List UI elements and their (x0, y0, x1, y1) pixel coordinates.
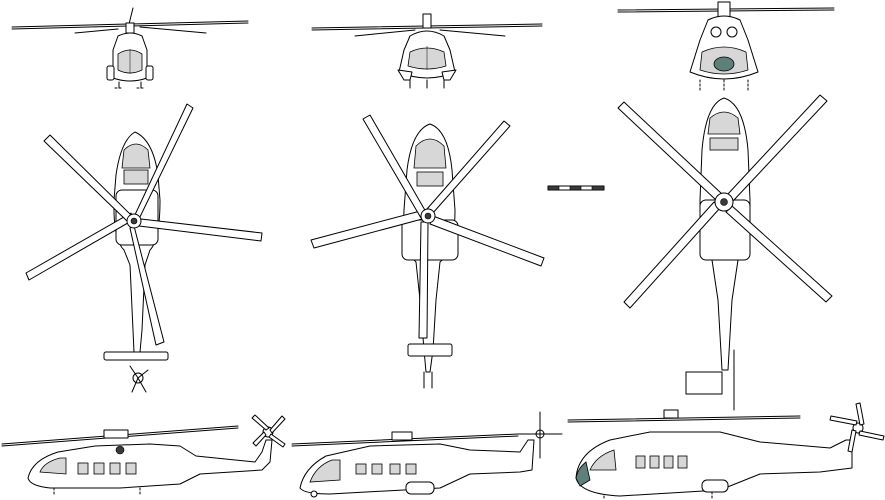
main-rotor (25, 103, 263, 346)
sponson-left (106, 65, 115, 81)
main-rotor-blade (567, 417, 801, 423)
aircraft-1-side-view (1, 414, 286, 497)
horizontal-stabilizer (685, 371, 723, 395)
horizontal-stabilizer (407, 343, 453, 357)
cockpit-glazing (707, 111, 741, 135)
landing-gear (53, 487, 141, 497)
engine-intake (726, 26, 738, 38)
scale-bar (547, 185, 605, 191)
fuselage (575, 431, 853, 497)
tail-rotor-blades (129, 365, 149, 393)
fuselage (27, 439, 273, 489)
cabin-window (125, 462, 137, 475)
cabin-window (416, 171, 444, 187)
cockpit-windscreen (309, 459, 341, 483)
cabin-window (649, 455, 660, 469)
cabin-window (93, 462, 105, 475)
main-rotor-blade (291, 435, 519, 447)
cabin-window (405, 463, 417, 475)
sponson (701, 479, 729, 493)
tail-rotor-blades (829, 402, 885, 453)
cockpit-glazing (413, 138, 447, 169)
main-rotor-blade (74, 26, 207, 34)
main-rotor-hub-center (130, 217, 138, 225)
rotor-head (391, 431, 413, 441)
main-rotor-blade (354, 29, 506, 37)
landing-gear (699, 79, 749, 91)
rotor-head (422, 13, 432, 29)
cabin-window (109, 462, 121, 475)
aircraft-2-top-view (310, 114, 545, 389)
landing-gear (603, 491, 713, 500)
cabin-window (355, 463, 367, 475)
fuselage (299, 439, 535, 495)
engine-intake (115, 445, 125, 455)
rotor-head (125, 22, 135, 34)
scale-bar-segment (569, 185, 582, 191)
main-rotor-hub-center (424, 212, 432, 220)
landing-gear (118, 81, 142, 89)
cabin-window (389, 463, 401, 475)
cabin-window (635, 455, 646, 469)
tail-rotor (423, 371, 433, 389)
scale-bar-segment (547, 185, 560, 191)
main-rotor (617, 94, 833, 309)
scale-bar-segment (591, 185, 605, 191)
main-rotor-blade (25, 212, 134, 281)
main-rotor (310, 114, 545, 339)
cabin-window (123, 169, 149, 185)
cabin-window (709, 137, 739, 151)
nose-wheel (310, 490, 318, 498)
landing-gear (409, 79, 445, 89)
cabin-window (77, 462, 89, 475)
sponson-right (145, 65, 154, 81)
nose-radome (713, 56, 735, 72)
cockpit-windscreen (589, 449, 617, 471)
aircraft-1-front-view (11, 7, 249, 89)
cockpit-glazing (121, 143, 151, 169)
aircraft-3-top-view (617, 94, 833, 411)
rotor-head (663, 409, 679, 419)
engine-intake (710, 26, 722, 38)
main-rotor-blade (418, 221, 429, 339)
horizontal-stabilizer (103, 351, 169, 361)
cabin-window (371, 463, 383, 475)
aircraft-2-front-view (311, 13, 543, 89)
main-rotor-blade (567, 415, 801, 421)
cabin-window (677, 455, 688, 469)
nose-radome (575, 461, 591, 487)
tail-rotor-blades (517, 411, 563, 459)
cabin-window (663, 455, 674, 469)
main-rotor-hub-center (720, 198, 728, 206)
tail-rotor-blades (251, 414, 286, 448)
aircraft-3-front-view (617, 1, 835, 91)
aircraft-1-top-view (25, 103, 263, 393)
aircraft-3-side-view (567, 402, 885, 500)
sponson (405, 481, 435, 495)
rotor-head (103, 429, 129, 439)
main-rotor-blade-tip (128, 7, 134, 25)
aircraft-2-side-view (291, 411, 563, 498)
cockpit-windscreen (39, 457, 67, 475)
